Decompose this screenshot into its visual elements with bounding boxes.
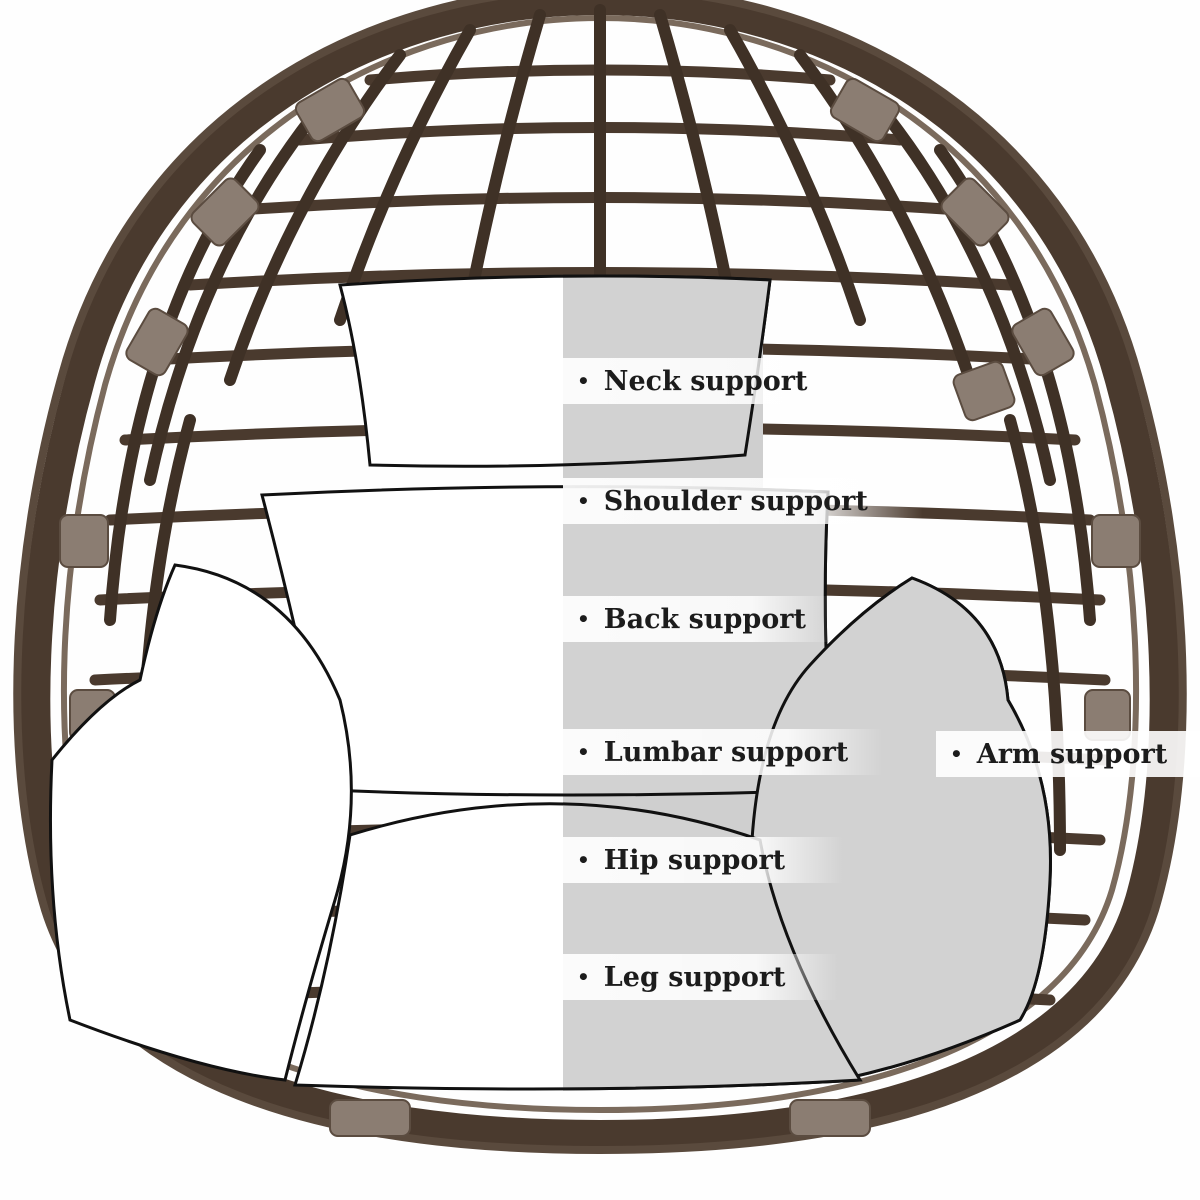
label-text: Leg support: [603, 961, 786, 993]
label-shoulder-support: • Shoulder support: [563, 478, 923, 524]
bullet-icon: •: [577, 848, 590, 872]
bullet-icon: •: [950, 742, 963, 766]
bullet-icon: •: [577, 369, 590, 393]
label-text: Back support: [603, 603, 806, 635]
bullet-icon: •: [577, 965, 590, 989]
bullet-icon: •: [577, 489, 590, 513]
bullet-icon: •: [577, 740, 590, 764]
label-text: Neck support: [603, 365, 808, 397]
label-neck-support: • Neck support: [563, 358, 833, 404]
label-lumbar-support: • Lumbar support: [563, 729, 883, 775]
label-text: Hip support: [603, 844, 786, 876]
label-text: Arm support: [976, 738, 1168, 770]
bullet-icon: •: [577, 607, 590, 631]
label-back-support: • Back support: [563, 596, 833, 642]
label-arm-support: • Arm support: [936, 731, 1200, 777]
label-text: Shoulder support: [603, 485, 868, 517]
label-hip-support: • Hip support: [563, 837, 843, 883]
label-leg-support: • Leg support: [563, 954, 838, 1000]
label-text: Lumbar support: [603, 736, 849, 768]
